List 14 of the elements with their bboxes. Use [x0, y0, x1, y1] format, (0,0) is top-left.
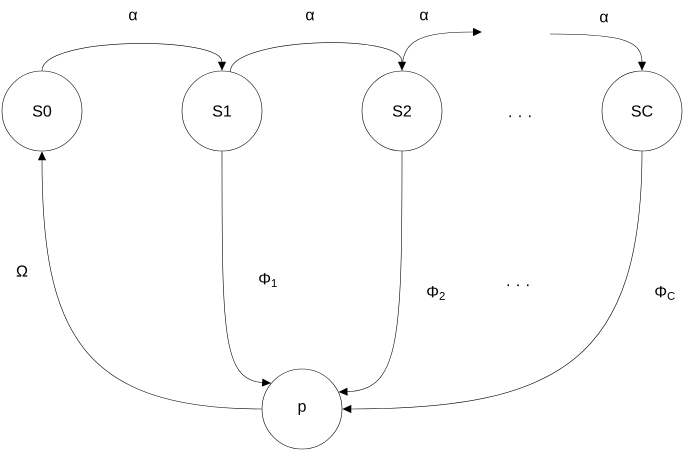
edge-label: α: [129, 12, 138, 20]
edge-label: Φ$_{2}$: [427, 286, 445, 300]
arrow: [338, 151, 402, 396]
ellipsis: · · ·: [509, 115, 531, 118]
edge-label: Φ$_{C}$: [655, 286, 675, 300]
arrow: [230, 42, 406, 72]
edge-label: α: [600, 14, 608, 22]
edge-label: Φ$_{1}$: [259, 273, 277, 287]
edge-label: Ω: [16, 265, 28, 277]
edge-label: α: [420, 12, 428, 20]
ellipsis: · · ·: [507, 284, 529, 286]
edge-label: α: [306, 12, 314, 20]
arrow: [42, 43, 226, 71]
arrow: [402, 28, 482, 71]
